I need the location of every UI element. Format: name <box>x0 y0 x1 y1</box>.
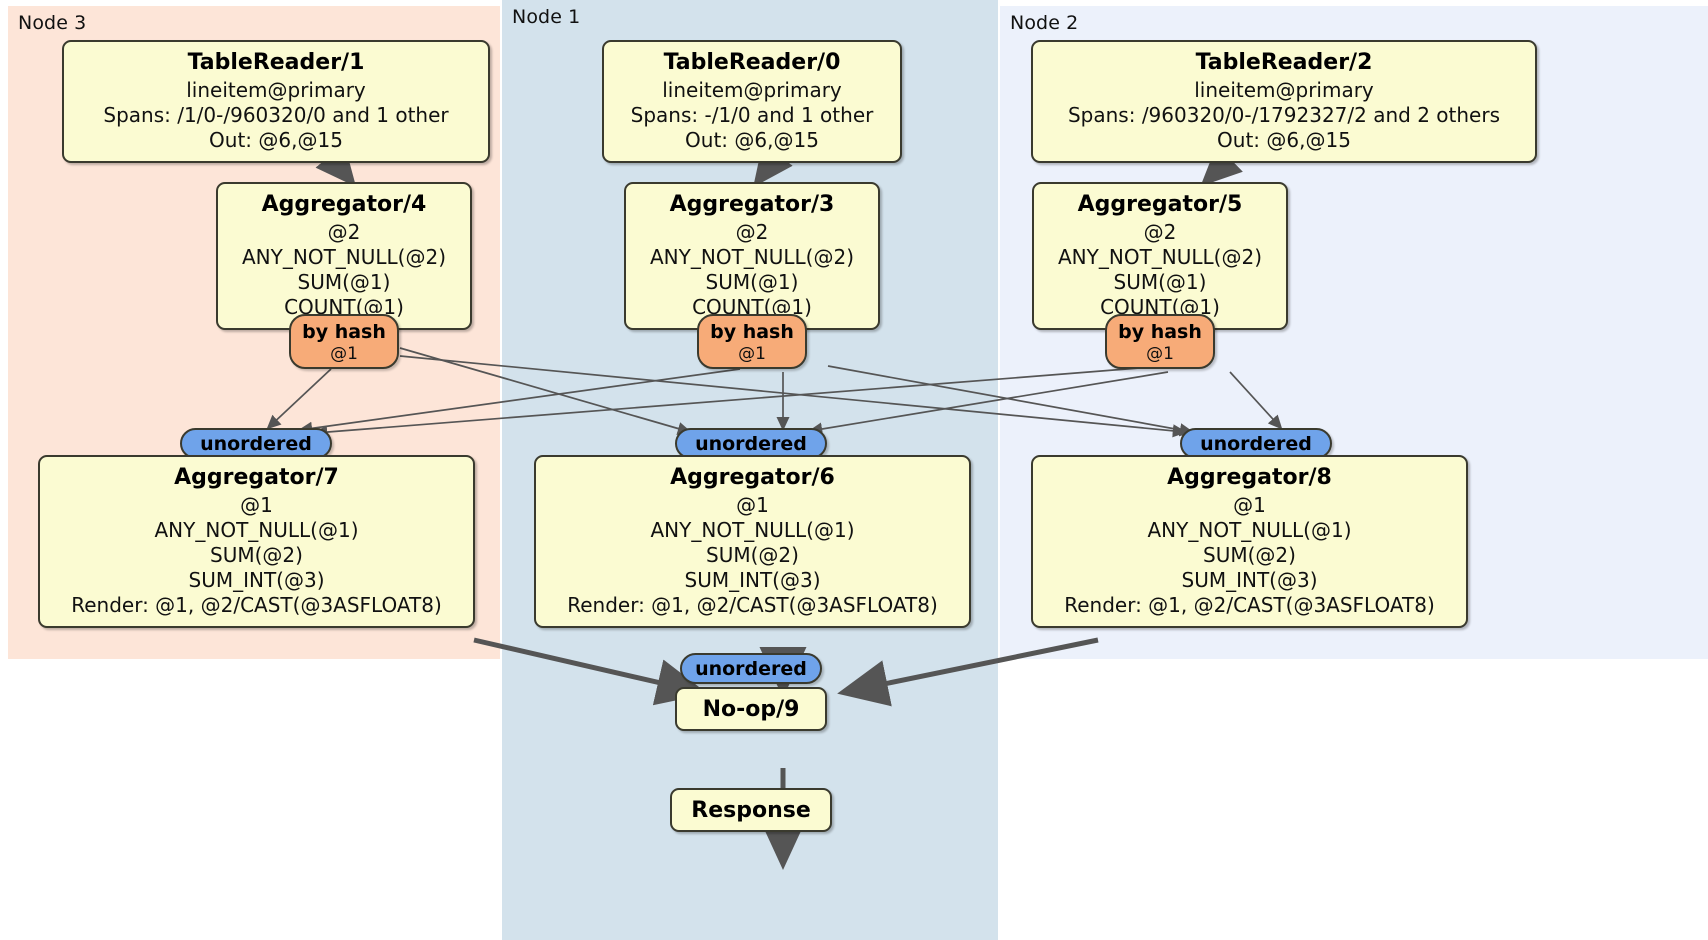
synchronizer-unordered-final[interactable]: unordered <box>680 653 822 684</box>
router-column: @1 <box>330 344 358 364</box>
processor-detail: SUM_INT(@3) <box>188 568 325 592</box>
processor-detail: ANY_NOT_NULL(@1) <box>650 518 855 542</box>
node-region-label: Node 3 <box>18 12 87 34</box>
processor-title: Aggregator/5 <box>1077 192 1243 217</box>
processor-box-aggregator3[interactable]: Aggregator/3 @2 ANY_NOT_NULL(@2) SUM(@1)… <box>624 182 880 330</box>
processor-detail: Out: @6,@15 <box>209 128 343 152</box>
processor-box-response[interactable]: Response <box>670 788 832 832</box>
router-by-hash-node2[interactable]: by hash @1 <box>1105 314 1215 369</box>
processor-detail: Spans: /1/0-/960320/0 and 1 other <box>103 103 449 127</box>
processor-detail: Render: @1, @2/CAST(@3ASFLOAT8) <box>567 593 938 617</box>
processor-detail: @1 <box>736 493 769 517</box>
processor-box-aggregator7[interactable]: Aggregator/7 @1 ANY_NOT_NULL(@1) SUM(@2)… <box>38 455 475 628</box>
processor-box-tablereader2[interactable]: TableReader/2 lineitem@primary Spans: /9… <box>1031 40 1537 163</box>
processor-detail: lineitem@primary <box>186 78 366 102</box>
synchronizer-unordered-node1[interactable]: unordered <box>675 428 827 459</box>
processor-detail: SUM(@1) <box>705 270 799 294</box>
processor-detail: Spans: /960320/0-/1792327/2 and 2 others <box>1067 103 1500 127</box>
processor-detail: SUM(@1) <box>1113 270 1207 294</box>
processor-title: TableReader/1 <box>187 50 365 75</box>
processor-detail: @2 <box>327 220 361 244</box>
router-by-hash-node3[interactable]: by hash @1 <box>289 314 399 369</box>
processor-box-tablereader0[interactable]: TableReader/0 lineitem@primary Spans: -/… <box>602 40 902 163</box>
synchronizer-label: unordered <box>1200 433 1312 455</box>
processor-detail: Render: @1, @2/CAST(@3ASFLOAT8) <box>71 593 442 617</box>
processor-box-aggregator6[interactable]: Aggregator/6 @1 ANY_NOT_NULL(@1) SUM(@2)… <box>534 455 971 628</box>
processor-title: Response <box>691 798 811 823</box>
processor-detail: SUM(@2) <box>706 543 799 567</box>
processor-title: TableReader/0 <box>663 50 841 75</box>
processor-title: Aggregator/7 <box>174 465 339 490</box>
node-region-label: Node 2 <box>1010 12 1079 34</box>
processor-detail: lineitem@primary <box>1194 78 1374 102</box>
processor-detail: SUM_INT(@3) <box>1181 568 1318 592</box>
processor-detail: @2 <box>735 220 769 244</box>
processor-box-aggregator5[interactable]: Aggregator/5 @2 ANY_NOT_NULL(@2) SUM(@1)… <box>1032 182 1288 330</box>
processor-detail: @2 <box>1143 220 1177 244</box>
processor-detail: ANY_NOT_NULL(@2) <box>650 245 854 269</box>
processor-box-aggregator4[interactable]: Aggregator/4 @2 ANY_NOT_NULL(@2) SUM(@1)… <box>216 182 472 330</box>
processor-box-tablereader1[interactable]: TableReader/1 lineitem@primary Spans: /1… <box>62 40 490 163</box>
processor-title: No-op/9 <box>702 697 800 722</box>
synchronizer-label: unordered <box>695 658 807 680</box>
synchronizer-unordered-node2[interactable]: unordered <box>1180 428 1332 459</box>
router-label: by hash <box>302 321 386 343</box>
router-label: by hash <box>710 321 794 343</box>
processor-title: Aggregator/6 <box>670 465 835 490</box>
processor-detail: ANY_NOT_NULL(@2) <box>242 245 446 269</box>
router-column: @1 <box>738 344 766 364</box>
processor-detail: ANY_NOT_NULL(@1) <box>1147 518 1352 542</box>
synchronizer-unordered-node3[interactable]: unordered <box>180 428 332 459</box>
processor-title: Aggregator/4 <box>261 192 427 217</box>
processor-detail: SUM(@2) <box>1203 543 1296 567</box>
processor-detail: SUM(@1) <box>297 270 391 294</box>
processor-detail: @1 <box>1233 493 1266 517</box>
processor-detail: Render: @1, @2/CAST(@3ASFLOAT8) <box>1064 593 1435 617</box>
processor-title: Aggregator/3 <box>669 192 835 217</box>
router-column: @1 <box>1146 344 1174 364</box>
processor-detail: SUM(@2) <box>210 543 303 567</box>
processor-detail: ANY_NOT_NULL(@2) <box>1058 245 1262 269</box>
synchronizer-label: unordered <box>200 433 312 455</box>
processor-detail: Out: @6,@15 <box>1217 128 1351 152</box>
processor-title: Aggregator/8 <box>1167 465 1332 490</box>
processor-detail: Out: @6,@15 <box>685 128 819 152</box>
router-by-hash-node1[interactable]: by hash @1 <box>697 314 807 369</box>
processor-box-noop9[interactable]: No-op/9 <box>675 687 827 731</box>
processor-title: TableReader/2 <box>1195 50 1373 75</box>
node-region-label: Node 1 <box>512 6 581 28</box>
processor-box-aggregator8[interactable]: Aggregator/8 @1 ANY_NOT_NULL(@1) SUM(@2)… <box>1031 455 1468 628</box>
processor-detail: SUM_INT(@3) <box>684 568 821 592</box>
processor-detail: @1 <box>240 493 273 517</box>
processor-detail: Spans: -/1/0 and 1 other <box>630 103 874 127</box>
synchronizer-label: unordered <box>695 433 807 455</box>
processor-detail: lineitem@primary <box>662 78 842 102</box>
router-label: by hash <box>1118 321 1202 343</box>
processor-detail: ANY_NOT_NULL(@1) <box>154 518 359 542</box>
